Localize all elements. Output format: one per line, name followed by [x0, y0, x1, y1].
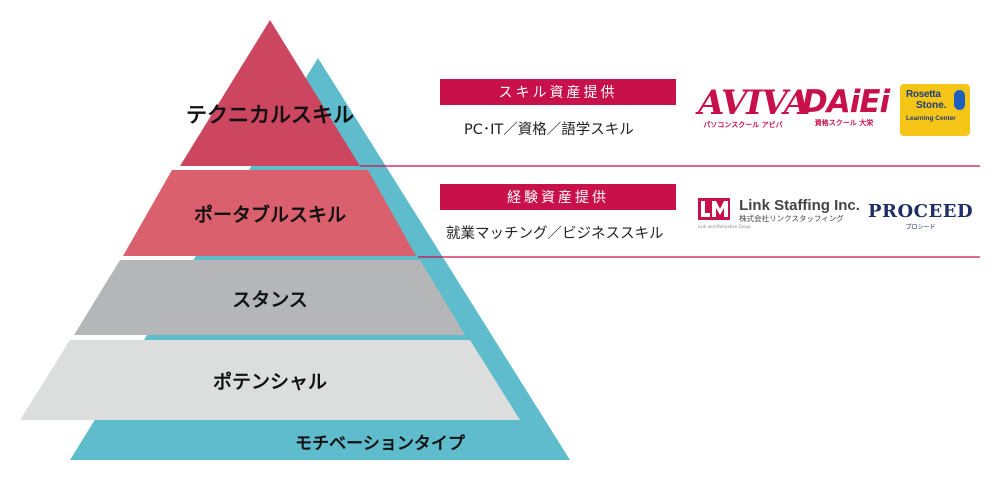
- daiei-logo: DAiEi 資格スクール 大栄: [802, 84, 890, 128]
- section-heading-skill-assets: スキル資産提供: [440, 79, 676, 105]
- section-description-skill-assets: PC･IT／資格／語学スキル: [464, 122, 634, 138]
- aviva-logo: AVIVA パソコンスクール アビバ: [698, 83, 810, 130]
- pyramid-label-stance: スタンス: [232, 289, 308, 311]
- proceed-logo-word: PROCEED: [868, 201, 974, 222]
- section-heading-experience-assets: 経験資産提供: [440, 184, 676, 210]
- pyramid-label-portable: ポータブルスキル: [194, 203, 346, 226]
- aviva-logo-word: AVIVA: [698, 83, 810, 123]
- rosetta-stone-mark-icon: [954, 90, 965, 110]
- pyramid-layer-potential: [20, 340, 520, 420]
- pyramid-label-motivation: モチベーションタイプ: [295, 433, 466, 454]
- link-staffing-tiny: Link and Motivation Group: [698, 224, 751, 229]
- rosetta-line1: Rosetta: [906, 89, 941, 100]
- proceed-logo-sub: プロシード: [905, 224, 936, 231]
- rosetta-line2: Stone.: [916, 100, 947, 111]
- link-staffing-name: Link Staffing Inc.: [739, 197, 860, 214]
- daiei-logo-sub: 資格スクール 大栄: [814, 119, 874, 127]
- pyramid-layer-technical: [180, 20, 360, 166]
- aviva-logo-sub: パソコンスクール アビバ: [703, 121, 783, 129]
- link-staffing-mark-icon: [698, 198, 730, 220]
- pyramid-layer-portable: [123, 170, 416, 256]
- link-staffing-logo: Link Staffing Inc. 株式会社リンクスタッフィング Link a…: [698, 198, 868, 230]
- pyramid-layer-stance: [74, 260, 465, 335]
- section-description-experience-assets: 就業マッチング／ビジネススキル: [446, 226, 664, 242]
- pyramid-label-potential: ポテンシャル: [213, 370, 327, 393]
- proceed-logo: PROCEED プロシード: [868, 201, 974, 232]
- pyramid-label-technical: テクニカルスキル: [186, 103, 354, 127]
- rosetta-stone-logo: Rosetta Stone. Learning Center: [900, 84, 970, 136]
- rosetta-line3: Learning Center: [906, 115, 956, 122]
- daiei-logo-word: DAiEi: [802, 84, 890, 120]
- link-staffing-sub: 株式会社リンクスタッフィング: [739, 214, 844, 223]
